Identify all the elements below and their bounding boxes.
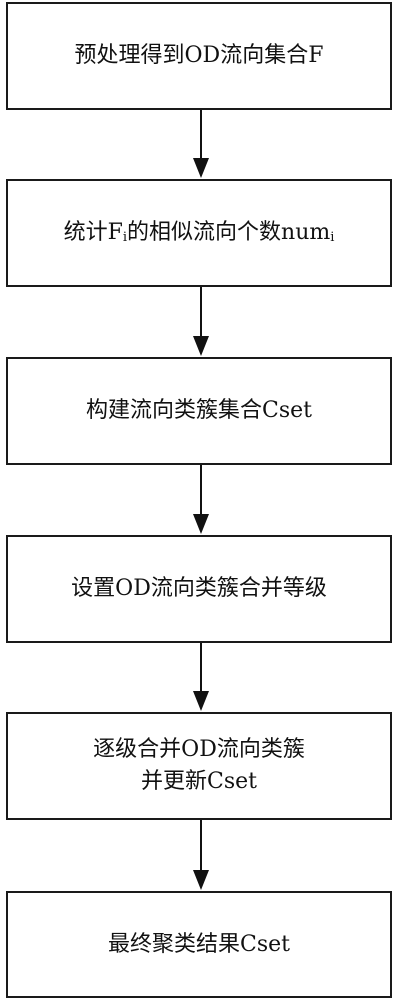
arrowhead-icon xyxy=(193,514,209,534)
step-5-label-line-2: 并更新Cset xyxy=(141,769,257,794)
step-5-box: 逐级合并OD流向类簇 并更新Cset xyxy=(6,712,392,820)
step-4-label: 设置OD流向类簇合并等级 xyxy=(71,576,327,602)
arrowhead-icon xyxy=(193,158,209,178)
arrowhead-icon xyxy=(193,691,209,711)
step-5-label-line-1: 逐级合并OD流向类簇 xyxy=(93,737,305,763)
step-2-box: 统计Fi的相似流向个数numi xyxy=(6,179,392,287)
arrowhead-icon xyxy=(193,336,209,356)
arrowhead-icon xyxy=(193,870,209,890)
step-4-box: 设置OD流向类簇合并等级 xyxy=(6,535,392,643)
step-6-label: 最终聚类结果Cset xyxy=(108,931,290,957)
step-2-label: 统计Fi的相似流向个数numi xyxy=(63,220,335,246)
step-3-label: 构建流向类簇集合Cset xyxy=(86,398,312,424)
step-1-box: 预处理得到OD流向集合F xyxy=(6,2,392,110)
step-3-box: 构建流向类簇集合Cset xyxy=(6,357,392,465)
step-1-label: 预处理得到OD流向集合F xyxy=(74,43,324,69)
step-6-box: 最终聚类结果Cset xyxy=(6,891,392,998)
